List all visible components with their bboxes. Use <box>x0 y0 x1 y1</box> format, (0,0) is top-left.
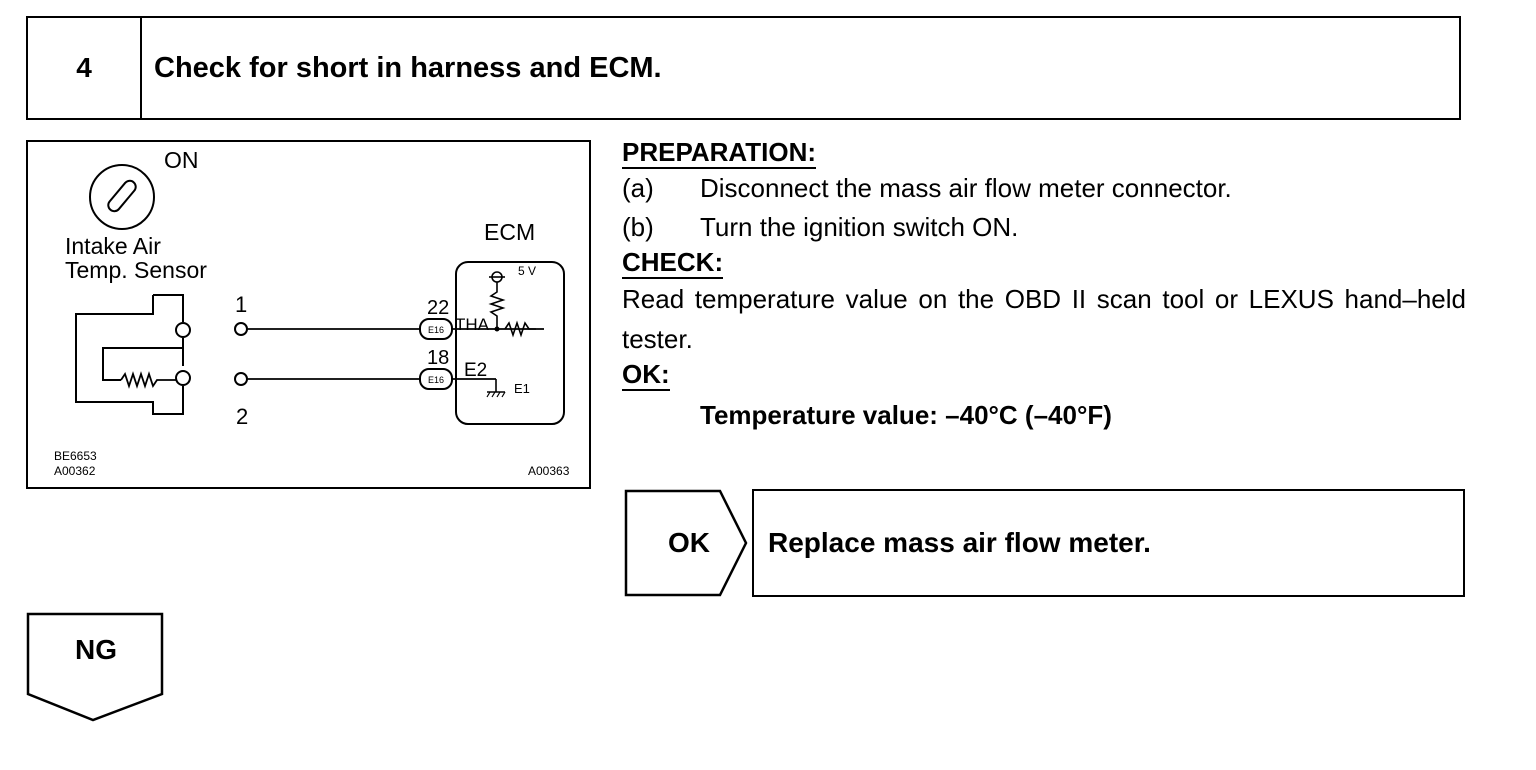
step-letter: (b) <box>622 212 654 242</box>
diagram-code-3: A00363 <box>528 464 570 478</box>
instructions: PREPARATION: (a) Disconnect the mass air… <box>622 137 1466 435</box>
intake-air-temp-sensor <box>75 294 191 415</box>
ok-action: Replace mass air flow meter. <box>752 489 1465 597</box>
pin-22-label: 22 <box>427 297 449 319</box>
wiring-diagram-svg: ON Intake Air Temp. Sensor 1 2 ECM E16 E… <box>54 147 570 478</box>
step-text: Disconnect the mass air flow meter conne… <box>700 173 1232 203</box>
preparation-step-b: (b) Turn the ignition switch ON. <box>622 208 1466 247</box>
step-letter: (a) <box>622 173 654 203</box>
ng-result: NG <box>26 612 166 724</box>
ng-arrow-icon <box>26 612 164 722</box>
ok-heading: OK: <box>622 359 670 391</box>
ok-result: OK Replace mass air flow meter. <box>624 489 1465 597</box>
sensor-label-line-1: Intake Air <box>65 233 161 259</box>
connector-top-label: E16 <box>428 325 444 335</box>
signal-resistor-icon <box>504 320 536 338</box>
step-number: 4 <box>28 18 142 118</box>
pull-up-resistor-icon <box>488 282 506 329</box>
ok-arrow-icon <box>624 489 748 597</box>
ok-value: Temperature value: –40°C (–40°F) <box>700 400 1112 430</box>
sensor-label-line-2: Temp. Sensor <box>65 257 207 283</box>
diagram-code-1: BE6653 <box>54 449 97 463</box>
preparation-step-a: (a) Disconnect the mass air flow meter c… <box>622 169 1466 208</box>
preparation-heading: PREPARATION: <box>622 137 817 169</box>
wiring-diagram: ON Intake Air Temp. Sensor 1 2 ECM E16 E… <box>26 140 591 489</box>
ecm-label: ECM <box>484 219 535 245</box>
step-text: Turn the ignition switch ON. <box>700 212 1019 242</box>
ng-label: NG <box>75 634 117 665</box>
check-text: Read temperature value on the OBD II sca… <box>622 284 1466 354</box>
voltage-label: 5 V <box>518 264 536 278</box>
signal-e2-label: E2 <box>464 360 487 381</box>
ignition-switch-icon <box>89 164 155 230</box>
pin-18-label: 18 <box>427 347 449 369</box>
pin-1-terminal <box>234 322 248 336</box>
switch-label: ON <box>164 147 199 173</box>
ground-e1-label: E1 <box>514 381 530 396</box>
signal-tha-label: THA <box>455 315 490 334</box>
connector-bottom-label: E16 <box>428 375 444 385</box>
diagram-code-2: A00362 <box>54 464 96 478</box>
pin-2-label: 2 <box>236 404 248 429</box>
check-heading: CHECK: <box>622 247 724 279</box>
step-header: 4 Check for short in harness and ECM. <box>26 16 1461 120</box>
step-title: Check for short in harness and ECM. <box>154 51 662 84</box>
ok-label: OK <box>668 527 710 558</box>
pin-2-terminal <box>234 372 248 386</box>
pin-1-label: 1 <box>235 292 247 317</box>
ecm-box <box>455 261 565 425</box>
